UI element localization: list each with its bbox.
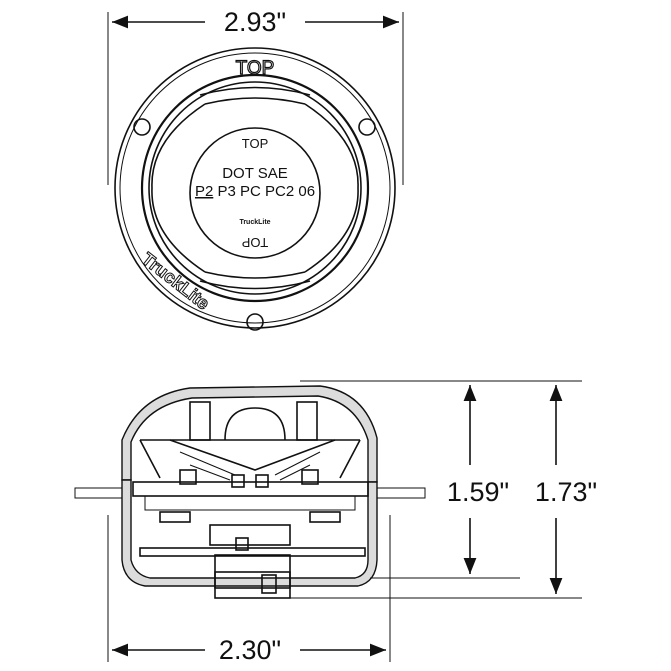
mounting-hole-right — [358, 118, 376, 136]
overall-width-label: 2.93" — [224, 7, 286, 37]
lens-dot-sae: DOT SAE — [222, 165, 288, 182]
lens-code-line: P2 P3 PC PC2 06 — [195, 183, 315, 200]
mounting-hole-left — [133, 118, 151, 136]
height-inner-label: 1.59" — [447, 477, 509, 507]
base-width-label: 2.30" — [219, 635, 281, 665]
lens-brand-small: TruckLite — [239, 219, 270, 226]
dimension-base-width: 2.30" — [107, 515, 391, 665]
height-overall-label: 1.73" — [535, 477, 597, 507]
mounting-hole-bottom — [246, 313, 264, 331]
dimension-height-inner: 1.59" — [300, 380, 582, 579]
side-view — [74, 385, 426, 599]
lens-code-p2: P2 — [195, 183, 213, 200]
lens-bottom-label: TOP — [242, 235, 269, 250]
lens-code-rest: P3 PC PC2 06 — [213, 183, 315, 200]
dimension-overall-width: 2.93" — [107, 7, 404, 185]
bezel-top-label: TOP — [236, 58, 275, 79]
front-view: TOP TOP DOT SAE P2 P3 PC PC2 06 TruckLit… — [114, 47, 396, 331]
dimension-height-overall: 1.73" — [262, 385, 597, 599]
lens-top-label: TOP — [242, 136, 269, 151]
